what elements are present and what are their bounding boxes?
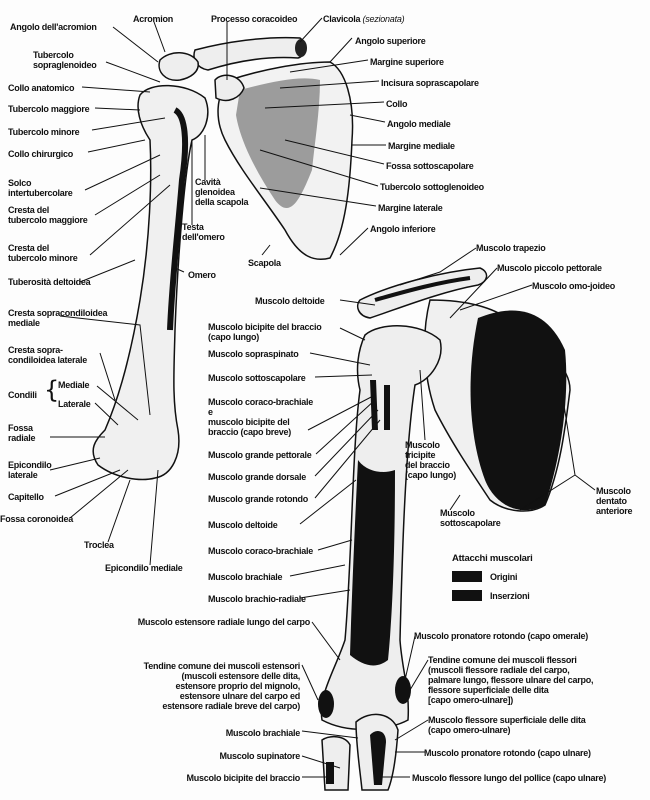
label-tendine-estensori: Tendine comune dei muscoli estensori (mu…: [143, 661, 301, 711]
label-incisura: Incisura soprascapolare: [381, 78, 479, 88]
legend-inserzioni-swatch: [452, 590, 482, 601]
label-brachio-radiale: Muscolo brachio-radiale: [208, 594, 306, 604]
label-omo-joideo: Muscolo omo-joideo: [532, 281, 615, 291]
label-cresta-sopracondiloidea-mediale: Cresta sopracondiloidea mediale: [8, 308, 108, 328]
label-cavita: Cavità glenoidea della scapola: [195, 177, 249, 207]
label-tubercolo-maggiore: Tubercolo maggiore: [8, 104, 90, 114]
label-mediale: Mediale: [58, 380, 90, 390]
label-tubercolo-minore: Tubercolo minore: [8, 127, 80, 137]
label-tubercolo-sottoglenoideo: Tubercolo sottoglenoideo: [380, 182, 484, 192]
label-margine-laterale: Margine laterale: [378, 203, 443, 213]
label-angolo-mediale: Angolo mediale: [387, 119, 451, 129]
label-trapezio: Muscolo trapezio: [476, 243, 546, 253]
legend-inserzioni: Inserzioni: [490, 591, 530, 601]
label-epicondilo-mediale: Epicondilo mediale: [105, 563, 183, 573]
label-collo-chirurgico: Collo chirurgico: [8, 149, 74, 159]
label-coraco-brachiale: Muscolo coraco-brachiale: [208, 546, 314, 556]
scapula-shading: [236, 78, 320, 209]
legend-title: Attacchi muscolari: [452, 553, 533, 564]
label-epicondilo-laterale: Epicondilo laterale: [8, 460, 52, 480]
label-acromion: Acromion: [133, 14, 174, 24]
label-condili: Condili: [8, 390, 37, 400]
label-supinatore: Muscolo supinatore: [219, 751, 300, 761]
label-tricipite: Muscolo tricipite del braccio (capo lung…: [405, 440, 456, 480]
label-grande-rotondo: Muscolo grande rotondo: [208, 494, 308, 504]
clavicle-bone: [193, 36, 306, 71]
label-cresta-maggiore: Cresta del tubercolo maggiore: [8, 205, 88, 225]
label-capitello: Capitello: [8, 492, 44, 502]
humerus-bone: [92, 84, 209, 481]
label-margine-superiore: Margine superiore: [370, 57, 444, 67]
label-coraco-bicipite: Muscolo coraco-brachiale e muscolo bicip…: [208, 397, 314, 437]
clavicola-note: (sezionata): [362, 14, 405, 24]
brace-icon: {: [44, 376, 60, 404]
label-troclea: Troclea: [84, 540, 114, 550]
label-cresta-minore: Cresta del tubercolo minore: [8, 243, 78, 263]
label-angolo-acromion: Angolo dell'acromion: [10, 22, 97, 32]
label-sottoscapolare-right: Muscolo sottoscapolare: [440, 508, 501, 528]
label-collo: Collo: [386, 99, 408, 109]
label-processo-coracoideo: Processo coracoideo: [211, 14, 298, 24]
label-cresta-sopracondiloidea-laterale: Cresta sopra- condiloidea laterale: [8, 345, 88, 365]
label-collo-anatomico: Collo anatomico: [8, 83, 75, 93]
label-grande-pettorale: Muscolo grande pettorale: [208, 450, 312, 460]
label-tuberosita: Tuberosità deltoidea: [8, 277, 91, 287]
label-bicipite-lungo: Muscolo bicipite del braccio (capo lungo…: [208, 322, 322, 342]
label-deltoide-top: Muscolo deltoide: [255, 296, 325, 306]
label-testa: Testa dell'omero: [182, 222, 225, 242]
label-deltoide: Muscolo deltoide: [208, 520, 278, 530]
label-dentato-anteriore: Muscolo dentato anteriore: [596, 486, 633, 516]
label-flessore-superficiale: Muscolo flessore superficiale delle dita…: [428, 715, 586, 735]
label-pronatore-omerale: Muscolo pronatore rotondo (capo omerale): [414, 631, 589, 641]
label-angolo-superiore: Angolo superiore: [355, 36, 426, 46]
label-flessore-pollice: Muscolo flessore lungo del pollice (capo…: [412, 773, 607, 783]
label-brachiale: Muscolo brachiale: [208, 572, 283, 582]
label-omero: Omero: [188, 270, 216, 280]
muscle-insertion-shaft: [350, 460, 395, 666]
acromion-bone: [158, 52, 199, 81]
label-fossa-coronoidea: Fossa coronoidea: [0, 514, 74, 524]
label-tendine-flessori: Tendine comune dei muscoli flessori (mus…: [428, 655, 594, 705]
label-scapola: Scapola: [248, 258, 281, 268]
label-margine-mediale: Margine mediale: [388, 141, 455, 151]
label-piccolo-pettorale: Muscolo piccolo pettorale: [497, 263, 602, 273]
leader-lines: [49, 17, 596, 778]
label-fossa-radiale: Fossa radiale: [8, 423, 36, 443]
label-grande-dorsale: Muscolo grande dorsale: [208, 472, 307, 482]
label-tubercolo-sopraglenoideo: Tubercolo sopraglenoideo: [33, 50, 97, 70]
clavicola-text: Clavicola: [323, 14, 361, 24]
label-laterale: Laterale: [58, 399, 91, 409]
legend-origini: Origini: [490, 572, 518, 582]
label-pronatore-ulnare: Muscolo pronatore rotondo (capo ulnare): [424, 748, 591, 758]
label-bicipite-low: Muscolo bicipite del braccio: [186, 773, 300, 783]
coracoid-bone: [214, 74, 245, 102]
label-solco: Solco intertubercolare: [8, 178, 73, 198]
legend-origini-swatch: [452, 571, 482, 582]
label-sopraspinato: Muscolo sopraspinato: [208, 349, 299, 359]
label-angolo-inferiore: Angolo inferiore: [370, 224, 436, 234]
label-fossa-sottoscapolare: Fossa sottoscapolare: [386, 161, 474, 171]
label-estensore-radiale: Muscolo estensore radiale lungo del carp…: [137, 617, 311, 627]
label-clavicola: Clavicola (sezionata): [323, 14, 405, 24]
label-brachiale-low: Muscolo brachiale: [225, 728, 301, 738]
label-sottoscapolare-left: Muscolo sottoscapolare: [208, 373, 306, 383]
